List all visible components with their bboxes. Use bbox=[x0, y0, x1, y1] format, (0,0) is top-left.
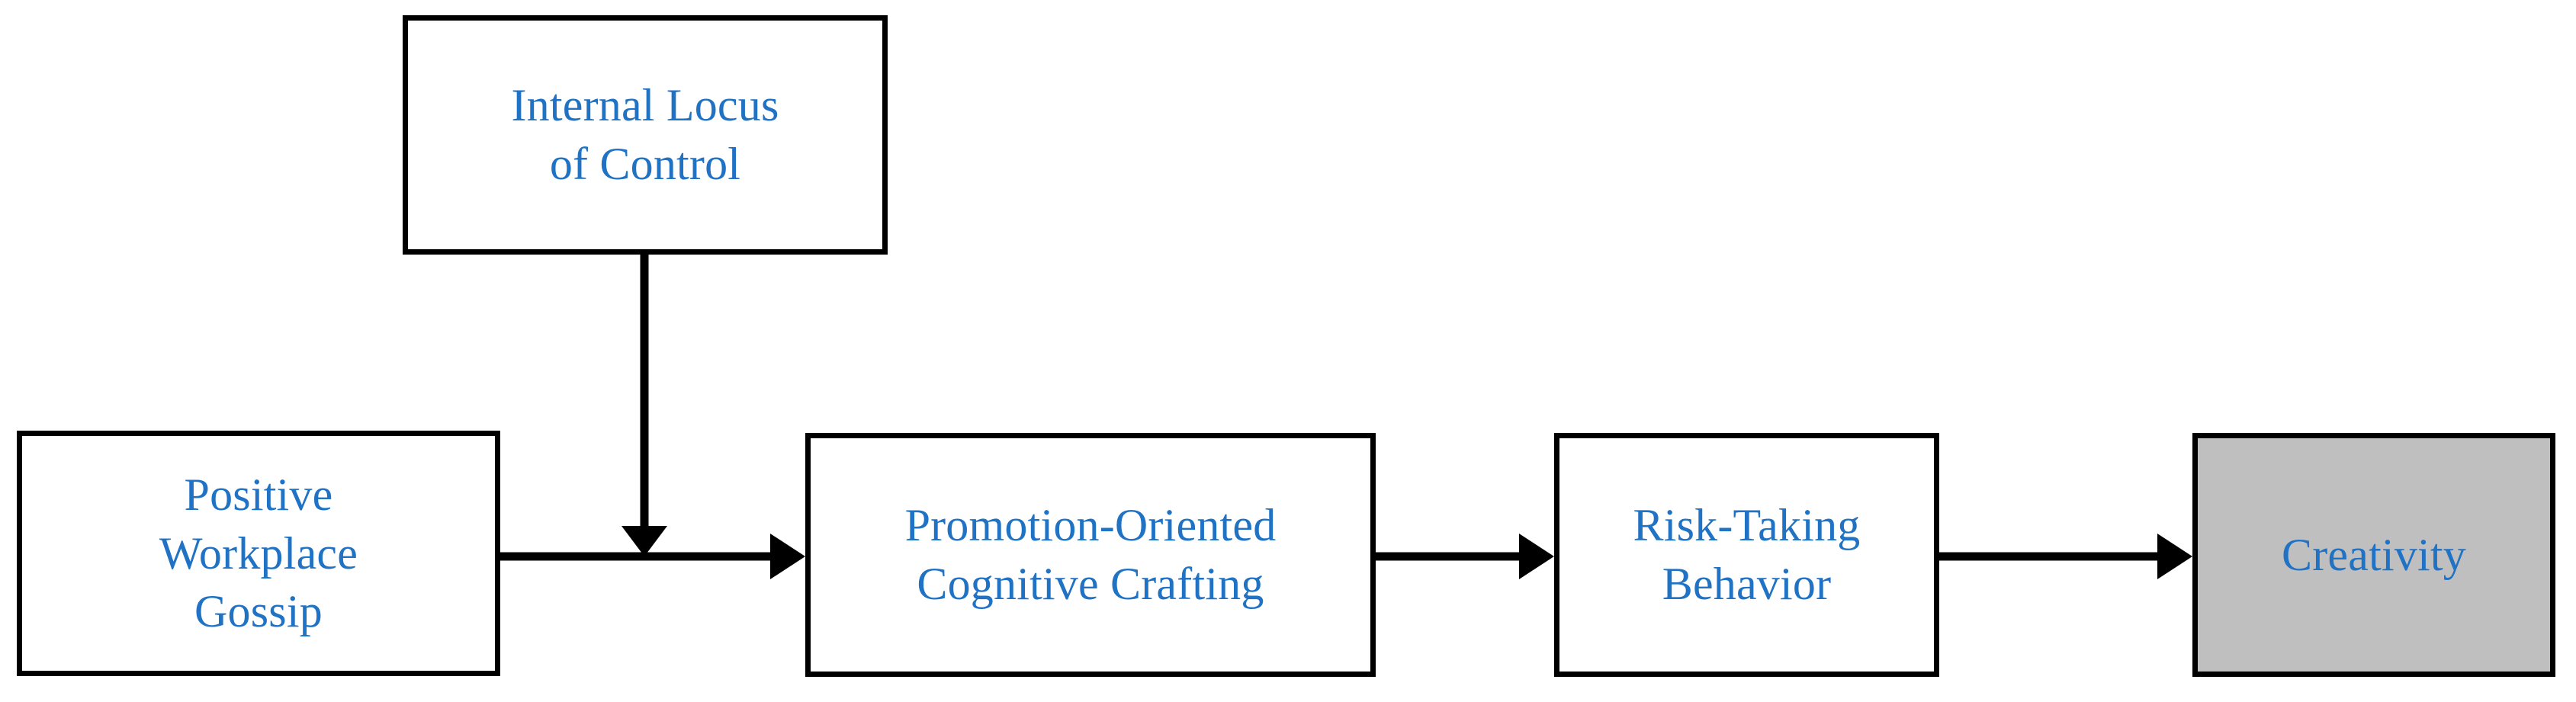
edge-crafting-to-risk-arrowhead bbox=[1519, 534, 1554, 579]
node-promotion-oriented-cognitive-crafting[interactable]: Promotion-Oriented Cognitive Crafting bbox=[805, 433, 1376, 677]
node-positive-workplace-gossip[interactable]: Positive Workplace Gossip bbox=[17, 431, 500, 676]
edge-crafting-to-risk bbox=[1376, 534, 1554, 579]
node-internal-locus-of-control-label: Internal Locus of Control bbox=[511, 80, 779, 189]
node-risk-taking-behavior[interactable]: Risk-Taking Behavior bbox=[1554, 433, 1939, 677]
node-creativity-label: Creativity bbox=[2282, 529, 2466, 580]
node-promotion-oriented-cognitive-crafting-label: Promotion-Oriented Cognitive Crafting bbox=[904, 500, 1277, 609]
edge-locus-moderator bbox=[622, 255, 667, 556]
node-positive-workplace-gossip-label: Positive Workplace Gossip bbox=[159, 469, 358, 637]
edge-risk-to-creativity bbox=[1939, 534, 2192, 579]
node-risk-taking-behavior-label: Risk-Taking Behavior bbox=[1633, 500, 1861, 609]
edge-locus-moderator-arrowhead bbox=[622, 526, 667, 556]
node-creativity[interactable]: Creativity bbox=[2192, 433, 2555, 677]
edge-gossip-to-crafting bbox=[500, 534, 805, 579]
node-internal-locus-of-control[interactable]: Internal Locus of Control bbox=[403, 15, 888, 255]
edge-risk-to-creativity-arrowhead bbox=[2157, 534, 2192, 579]
edge-gossip-to-crafting-arrowhead bbox=[770, 534, 805, 579]
